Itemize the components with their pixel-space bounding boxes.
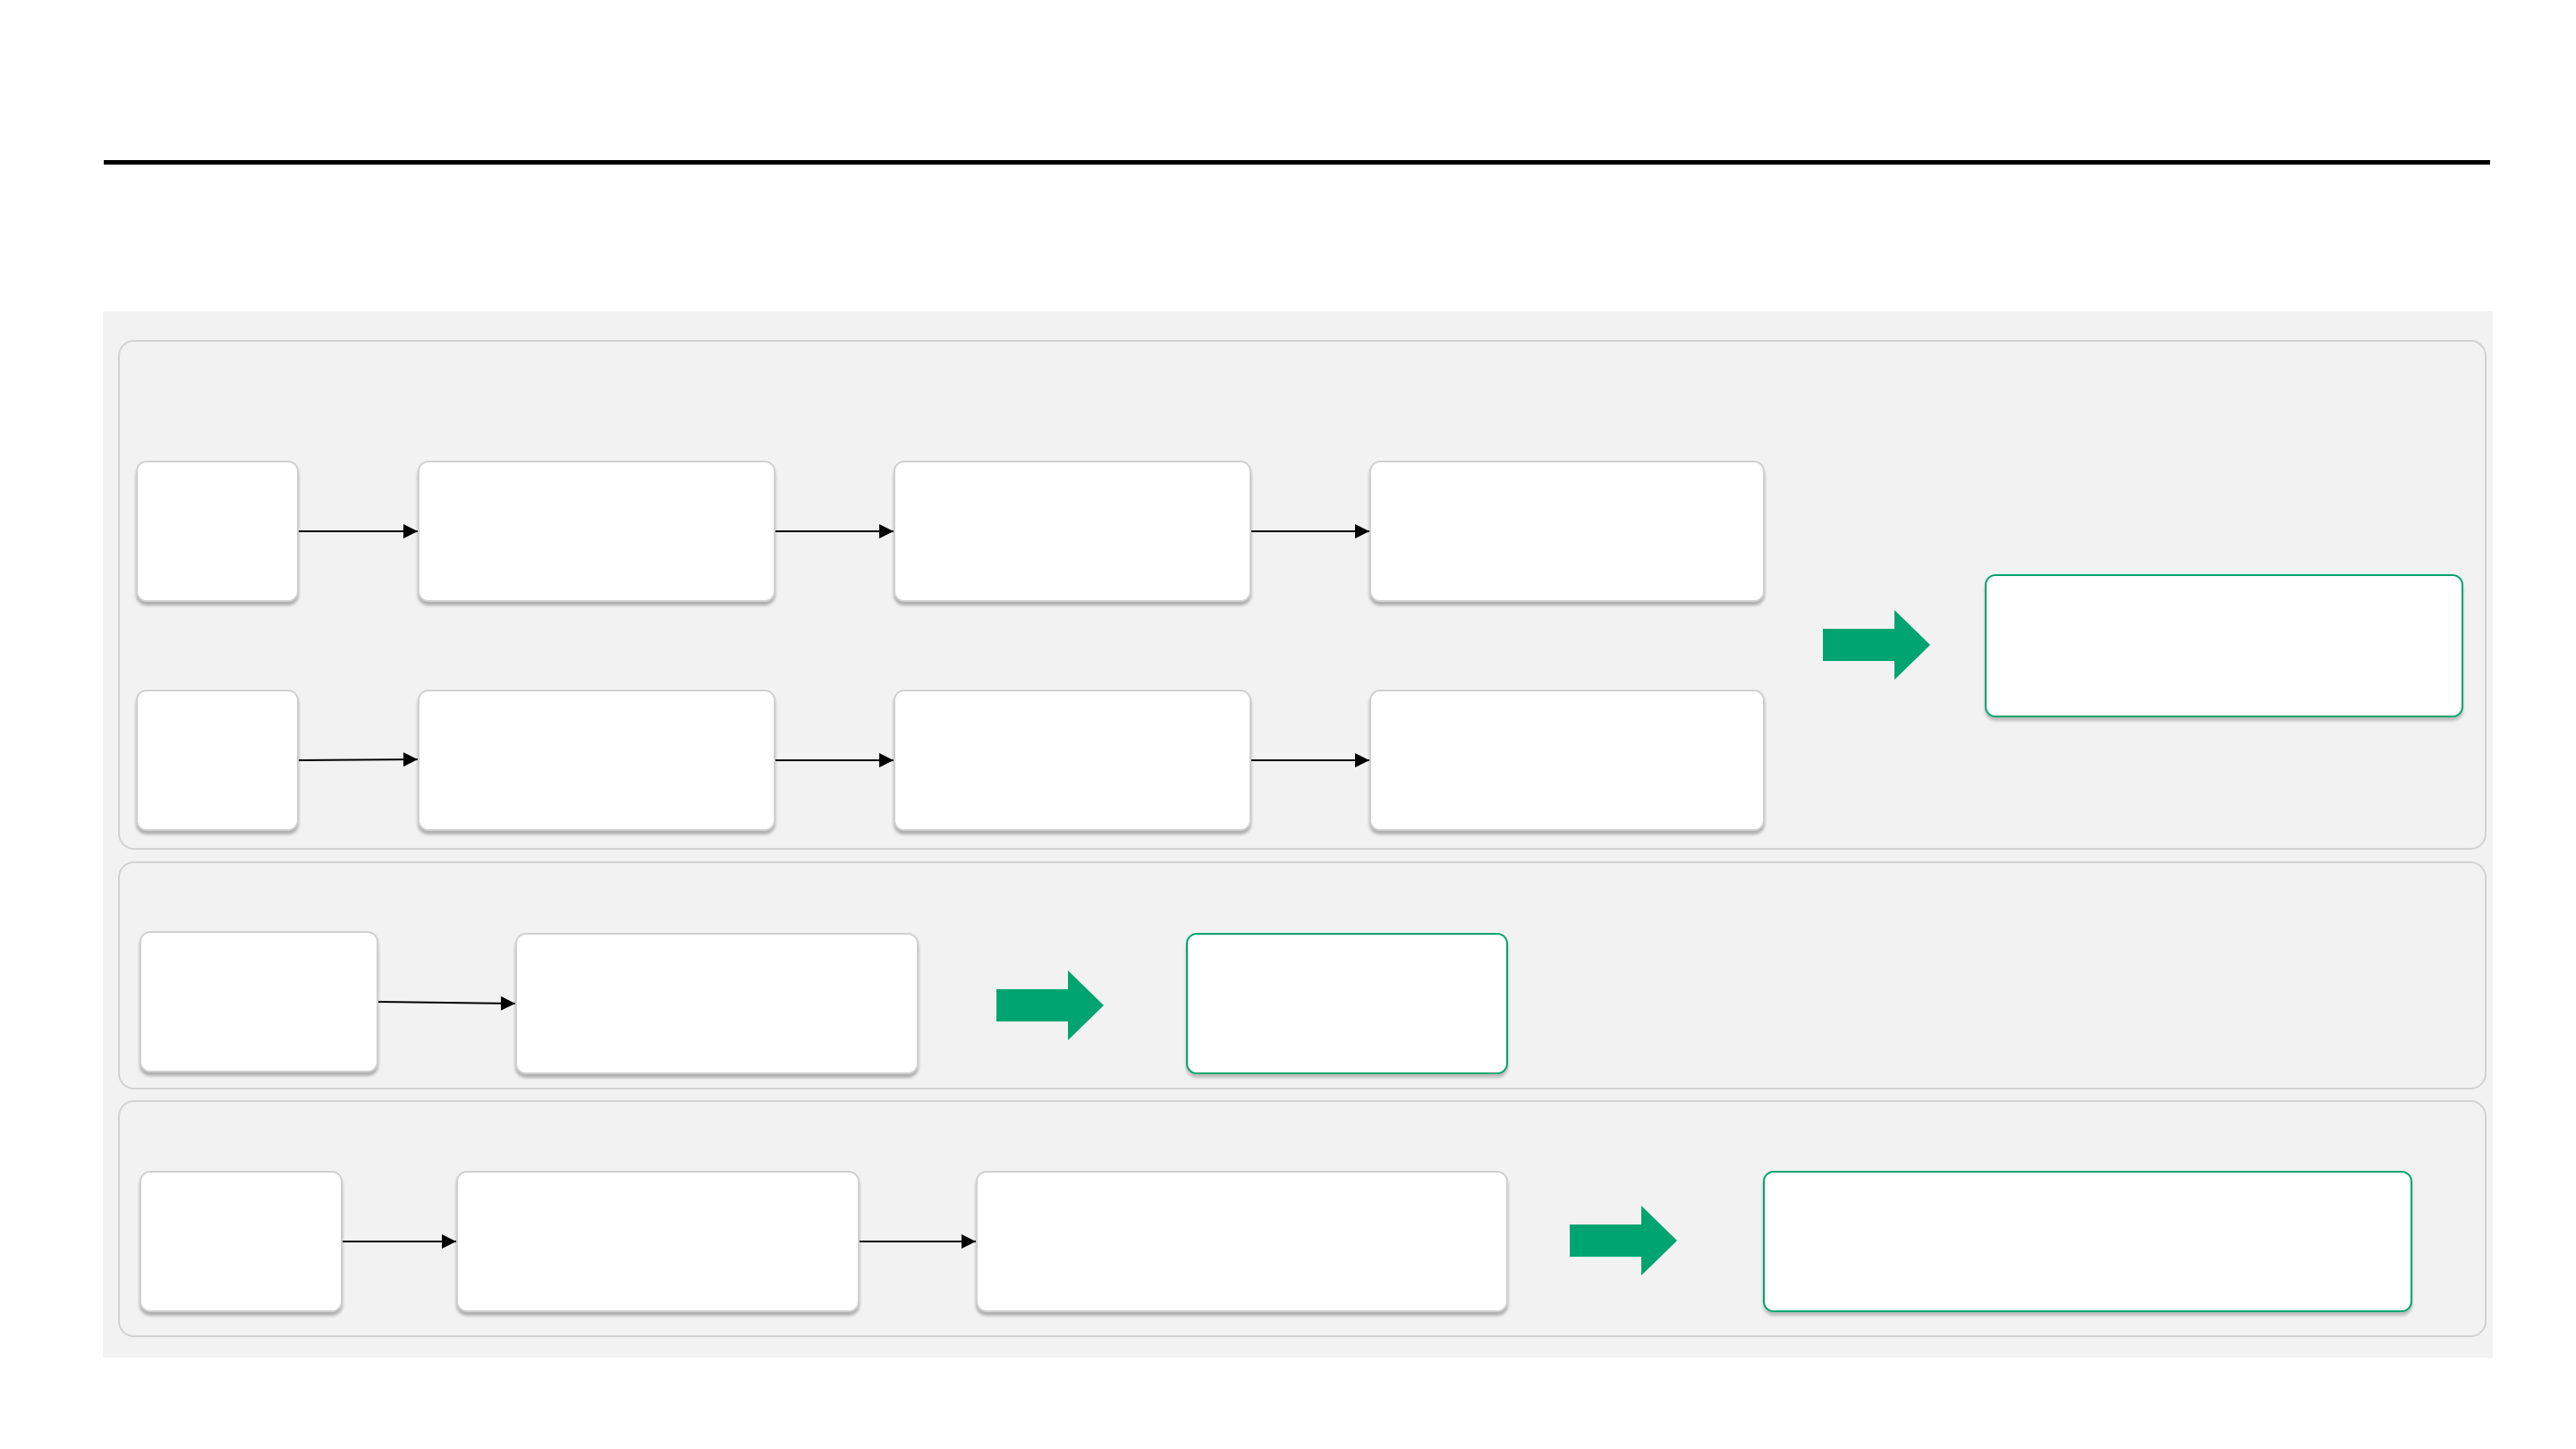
group-3-result-box [1763,1171,2412,1312]
group-2-step-1 [140,931,378,1072]
group-1-row-1-step-2 [418,461,775,602]
group-1-row-2-step-1 [136,690,299,831]
group-1-result-box [1985,574,2463,717]
title-divider [104,160,2490,165]
group-1-row-1-step-1 [136,461,299,602]
group-1-row-1-step-3 [894,461,1251,602]
group-3-step-1 [140,1171,343,1312]
group-3-step-3 [976,1171,1508,1312]
group-1-row-2-step-2 [418,690,775,831]
group-3-step-2 [456,1171,860,1312]
group-1-row-2-step-3 [894,690,1251,831]
group-2-result-box [1186,933,1508,1074]
group-1-row-1-step-4 [1369,461,1765,602]
group-2-step-2 [515,933,919,1074]
group-1-row-2-step-4 [1369,690,1765,831]
